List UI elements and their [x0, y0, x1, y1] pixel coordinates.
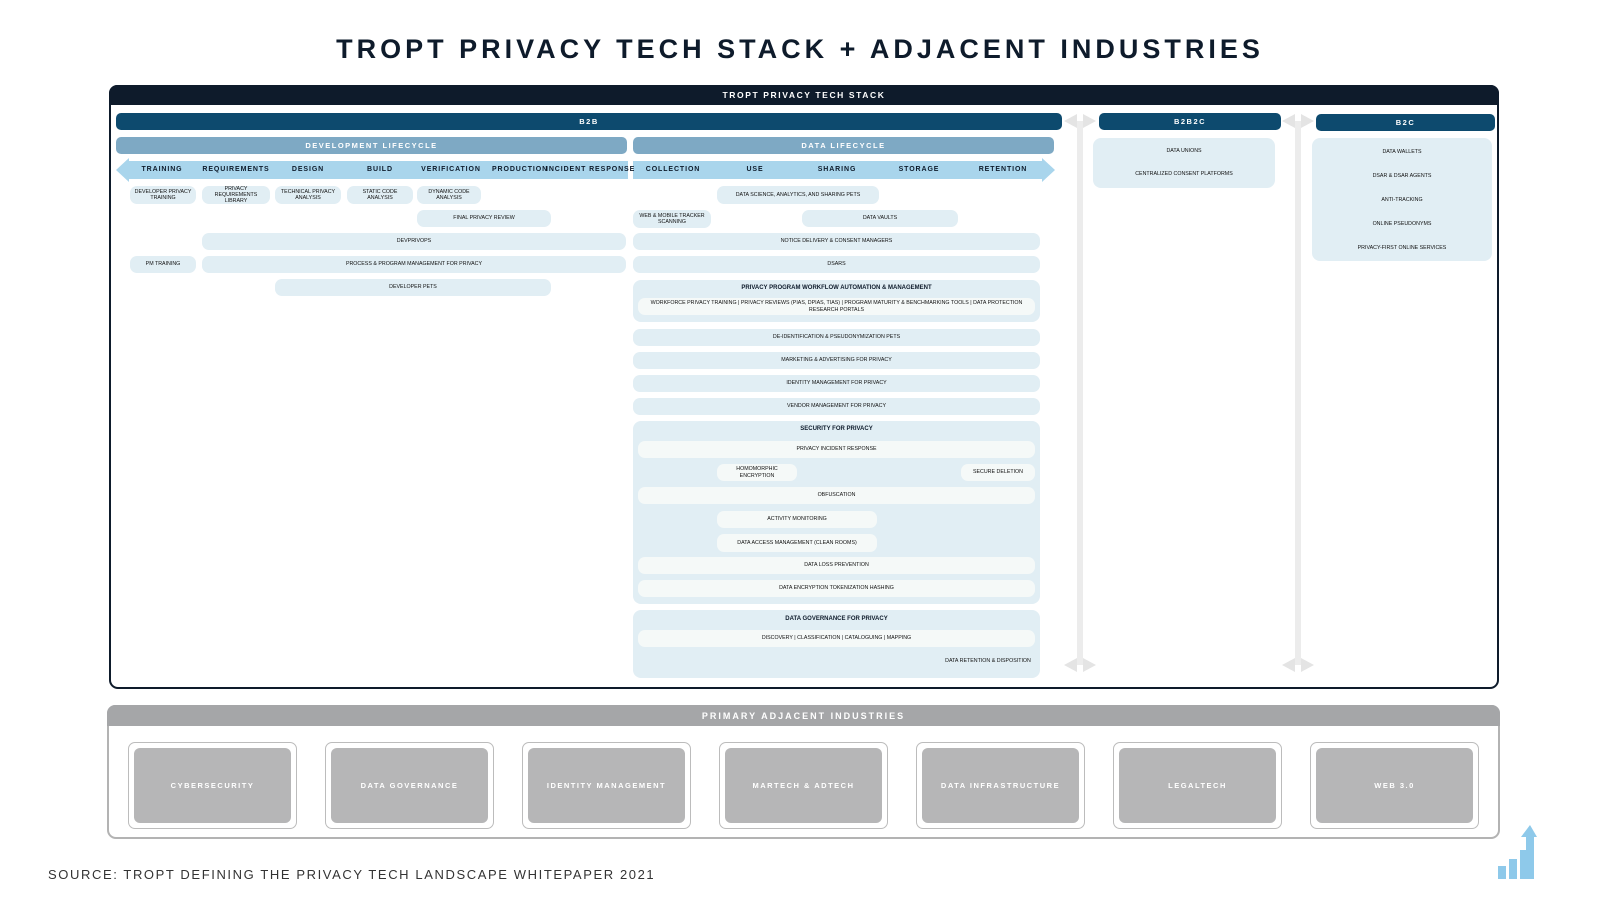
- industry-card: LEGALTECH: [1113, 742, 1282, 829]
- item-identity-management: IDENTITY MANAGEMENT FOR PRIVACY: [633, 375, 1040, 392]
- data-lifecycle-arrow: [633, 158, 1055, 182]
- group-workflow-title: PRIVACY PROGRAM WORKFLOW AUTOMATION & MA…: [741, 285, 932, 291]
- item-data-science-analytics: DATA SCIENCE, ANALYTICS, AND SHARING PET…: [717, 186, 879, 204]
- stack-header: TROPT PRIVACY TECH STACK: [109, 85, 1499, 105]
- industry-card: IDENTITY MANAGEMENT: [522, 742, 691, 829]
- item-data-unions: DATA UNIONS: [1166, 148, 1202, 154]
- item-dsar-agents: DSAR & DSAR AGENTS: [1372, 173, 1432, 179]
- item-static-code-analysis: STATIC CODE ANALYSIS: [347, 186, 413, 204]
- group-security-title: SECURITY FOR PRIVACY: [800, 426, 873, 432]
- double-arrow-icon: [1282, 114, 1314, 672]
- industry-label: DATA INFRASTRUCTURE: [922, 748, 1079, 823]
- industry-card: DATA GOVERNANCE: [325, 742, 494, 829]
- industry-label: WEB 3.0: [1316, 748, 1473, 823]
- item-final-privacy-review: FINAL PRIVACY REVIEW: [417, 210, 551, 227]
- item-secure-deletion: SECURE DELETION: [961, 464, 1035, 481]
- item-data-vaults: DATA VAULTS: [802, 210, 958, 227]
- item-vendor-management: VENDOR MANAGEMENT FOR PRIVACY: [633, 398, 1040, 415]
- double-arrow-icon: [1064, 114, 1096, 672]
- industry-card: DATA INFRASTRUCTURE: [916, 742, 1085, 829]
- item-dsars: DSARS: [633, 256, 1040, 273]
- bar-chart-logo-icon: [1498, 825, 1537, 879]
- development-lifecycle-arrow: [116, 158, 628, 182]
- adjacent-industries-header: PRIMARY ADJACENT INDUSTRIES: [107, 705, 1500, 726]
- item-dynamic-code-analysis: DYNAMIC CODE ANALYSIS: [417, 186, 481, 204]
- source-note: SOURCE: TROPT DEFINING THE PRIVACY TECH …: [48, 867, 656, 882]
- item-pm-training: PM TRAINING: [130, 256, 196, 273]
- item-web-mobile-tracker-scanning: WEB & MOBILE TRACKER SCANNING: [633, 210, 711, 228]
- item-data-retention-disposition: DATA RETENTION & DISPOSITION: [945, 658, 1031, 664]
- page-title: TROPT PRIVACY TECH STACK + ADJACENT INDU…: [336, 34, 1264, 64]
- stage-verification: VERIFICATION: [421, 166, 481, 173]
- item-data-loss-prevention: DATA LOSS PREVENTION: [638, 557, 1035, 574]
- item-process-program-management: PROCESS & PROGRAM MANAGEMENT FOR PRIVACY: [202, 256, 626, 273]
- industry-label: MARTECH & ADTECH: [725, 748, 882, 823]
- b2c-items-box: [1312, 138, 1492, 261]
- stage-sharing: SHARING: [817, 166, 857, 173]
- stage-storage: STORAGE: [898, 166, 940, 173]
- stage-production: PRODUCTION: [491, 166, 549, 173]
- item-homomorphic-encryption: HOMOMORPHIC ENCRYPTION: [717, 464, 797, 481]
- industry-card: MARTECH & ADTECH: [719, 742, 888, 829]
- item-deidentification-pets: DE-IDENTIFICATION & PSEUDONYMIZATION PET…: [633, 329, 1040, 346]
- item-privacy-first-online-services: PRIVACY-FIRST ONLINE SERVICES: [1357, 245, 1447, 251]
- item-privacy-incident-response: PRIVACY INCIDENT RESPONSE: [638, 441, 1035, 458]
- item-data-wallets: DATA WALLETS: [1382, 149, 1422, 155]
- industry-label: CYBERSECURITY: [134, 748, 291, 823]
- b2b2c-header: B2B2C: [1099, 113, 1281, 130]
- stage-design: DESIGN: [291, 166, 325, 173]
- item-developer-pets: DEVELOPER PETS: [275, 279, 551, 296]
- item-devprivops: DEVPRIVOPS: [202, 233, 626, 250]
- item-technical-privacy-analysis: TECHNICAL PRIVACY ANALYSIS: [275, 186, 341, 204]
- stage-retention: RETENTION: [978, 166, 1028, 173]
- stage-build: BUILD: [367, 166, 393, 173]
- group-data-governance-title: DATA GOVERNANCE FOR PRIVACY: [785, 616, 888, 622]
- item-workflow-items: WORKFORCE PRIVACY TRAINING | PRIVACY REV…: [638, 298, 1035, 315]
- item-notice-delivery-consent: NOTICE DELIVERY & CONSENT MANAGERS: [633, 233, 1040, 250]
- item-marketing-advertising: MARKETING & ADVERTISING FOR PRIVACY: [633, 352, 1040, 369]
- data-lifecycle-header: DATA LIFECYCLE: [633, 137, 1054, 154]
- item-online-pseudonyms: ONLINE PSEUDONYMS: [1372, 221, 1432, 227]
- b2c-header: B2C: [1316, 114, 1495, 131]
- stage-training: TRAINING: [141, 166, 183, 173]
- industry-card: CYBERSECURITY: [128, 742, 297, 829]
- industry-label: IDENTITY MANAGEMENT: [528, 748, 685, 823]
- industry-card: WEB 3.0: [1310, 742, 1479, 829]
- item-data-access-management: DATA ACCESS MANAGEMENT (CLEAN ROOMS): [717, 534, 877, 552]
- industry-label: LEGALTECH: [1119, 748, 1276, 823]
- item-discovery-classification: DISCOVERY | CLASSIFICATION | CATALOGUING…: [638, 630, 1035, 647]
- item-obfuscation: OBFUSCATION: [638, 487, 1035, 504]
- industry-label: DATA GOVERNANCE: [331, 748, 488, 823]
- stage-use: USE: [746, 166, 764, 173]
- b2b-header: B2B: [116, 113, 1062, 130]
- item-anti-tracking: ANTI-TRACKING: [1381, 197, 1423, 203]
- item-activity-monitoring: ACTIVITY MONITORING: [717, 511, 877, 528]
- item-centralized-consent-platforms: CENTRALIZED CONSENT PLATFORMS: [1135, 171, 1233, 177]
- stage-incident-response: INCIDENT RESPONSE: [546, 166, 636, 173]
- item-data-encryption-tokenization: DATA ENCRYPTION TOKENIZATION HASHING: [638, 580, 1035, 597]
- b2b2c-items-box: [1093, 138, 1275, 188]
- development-lifecycle-header: DEVELOPMENT LIFECYCLE: [116, 137, 627, 154]
- stage-requirements: REQUIREMENTS: [202, 166, 270, 173]
- item-developer-privacy-training: DEVELOPER PRIVACY TRAINING: [130, 186, 196, 204]
- item-privacy-requirements-library: PRIVACY REQUIREMENTS LIBRARY: [202, 186, 270, 204]
- stage-collection: COLLECTION: [645, 166, 701, 173]
